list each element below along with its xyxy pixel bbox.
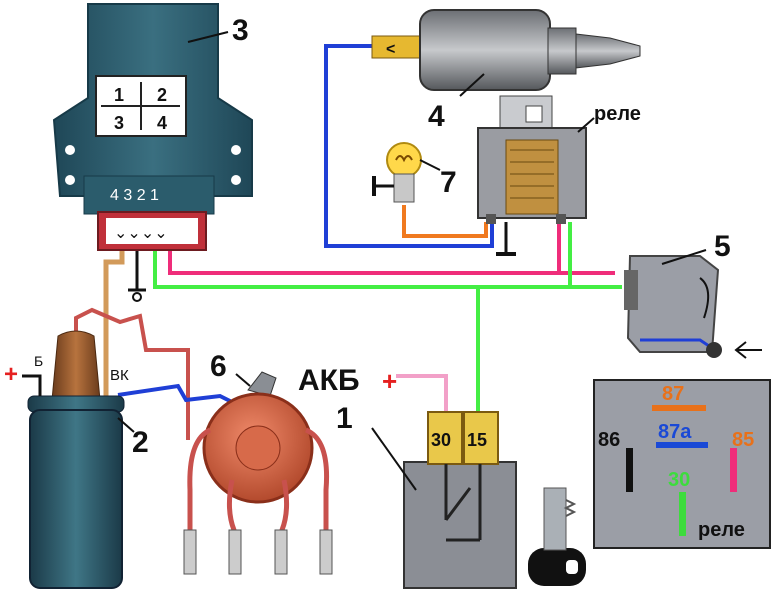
module-pin-2: 2	[157, 85, 167, 105]
wire-orange-lamp	[402, 205, 488, 238]
commutator-module: ⌄⌄⌄⌄	[52, 3, 253, 251]
callout-2: 2	[132, 426, 149, 459]
coil-terminal-b: Б	[34, 353, 43, 369]
distributor	[183, 371, 333, 575]
switch-terminal-15: 15	[467, 430, 487, 450]
wire-pink	[168, 250, 615, 275]
ignition-coil	[27, 330, 125, 589]
relay-label: реле	[594, 103, 641, 125]
module-pin-1: 1	[114, 85, 124, 105]
callout-7: 7	[440, 166, 457, 199]
module-terminal-numbers: 4 3 2 1	[110, 187, 159, 204]
module-pin-3: 3	[114, 113, 124, 133]
coil-terminal-vk: ВК	[110, 367, 129, 384]
battery-plus: +	[382, 366, 397, 396]
ignition-key-icon	[528, 487, 586, 586]
switch-terminal-30: 30	[431, 430, 451, 450]
callout-4: 4	[428, 100, 445, 133]
relay-pinout-box	[593, 379, 771, 549]
svg-text:<: <	[386, 41, 395, 58]
starter-solenoid: <	[371, 9, 641, 91]
wire-blue-coil	[117, 383, 237, 406]
pin-85: 85	[732, 429, 754, 451]
battery-label: АКБ	[298, 364, 360, 397]
callout-3: 3	[232, 14, 249, 47]
pin-87: 87	[662, 383, 684, 405]
relay	[477, 95, 587, 224]
svg-text:⌄⌄⌄⌄: ⌄⌄⌄⌄	[114, 225, 168, 242]
pin-87a: 87a	[658, 421, 692, 443]
callout-1: 1	[336, 402, 353, 435]
pin-86: 86	[598, 429, 620, 451]
callout-6: 6	[210, 350, 227, 383]
wire-green	[153, 250, 622, 289]
callout-5: 5	[714, 230, 731, 263]
ignition-switch	[403, 411, 517, 589]
wire-tan	[103, 250, 125, 398]
wire-red-hv	[74, 307, 190, 440]
pin-30: 30	[668, 469, 690, 491]
battery-plus-coil: +	[4, 361, 18, 388]
lamp	[372, 142, 422, 203]
module-pin-4: 4	[157, 113, 167, 133]
wire-pink-battery	[396, 374, 448, 412]
wire-blue-solenoid	[324, 44, 494, 248]
relay-pinout-title: реле	[698, 519, 745, 541]
hall-sensor	[624, 255, 722, 358]
